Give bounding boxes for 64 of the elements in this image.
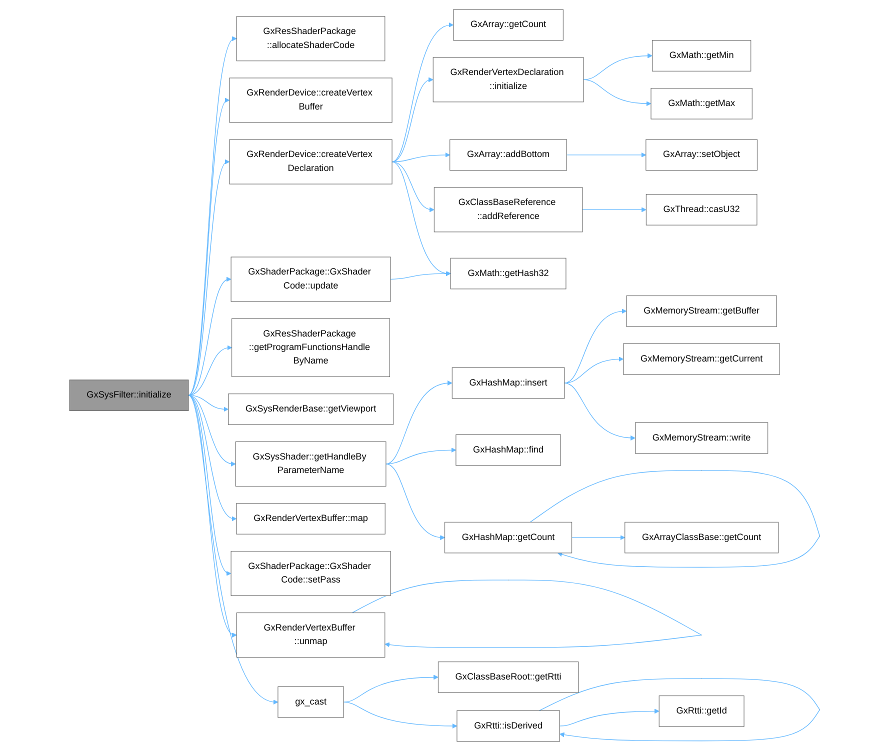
node-box: GxRenderVertexBuffer ::unmap bbox=[236, 612, 386, 658]
arrow bbox=[564, 356, 624, 384]
node-box: GxRtti::getId bbox=[659, 696, 745, 727]
node-box: GxRenderDevice::createVertex Declaration bbox=[230, 139, 393, 184]
node-box: gx_cast bbox=[278, 686, 344, 718]
arrow bbox=[582, 207, 647, 212]
node-box: GxHashMap::find bbox=[456, 434, 562, 466]
arrow bbox=[530, 470, 820, 568]
arrow bbox=[560, 708, 660, 726]
arrow bbox=[188, 278, 232, 396]
node-box: GxShaderPackage::GxShader Code::update bbox=[231, 256, 392, 302]
node-box: GxHashMap::getCount bbox=[444, 522, 572, 554]
arrow bbox=[188, 36, 236, 396]
node-box: GxSysFilter::initialize bbox=[70, 380, 190, 411]
arrow bbox=[188, 394, 236, 466]
node-box: GxResShaderPackage ::allocateShaderCode bbox=[236, 16, 386, 62]
arrow bbox=[572, 535, 626, 540]
arrow bbox=[390, 271, 452, 280]
node-box: GxResShaderPackage ::getProgramFunctionsHandle ByName bbox=[232, 318, 390, 378]
arrow bbox=[566, 152, 646, 158]
node-box: GxArray::setObject bbox=[646, 139, 758, 171]
arrow bbox=[564, 382, 636, 440]
arrow bbox=[188, 394, 229, 412]
arrow bbox=[344, 674, 439, 702]
node-box: GxClassBaseReference ::addReference bbox=[434, 187, 584, 232]
arrow bbox=[386, 380, 453, 464]
node-box: GxClassBaseRoot::getRtti bbox=[438, 662, 579, 693]
node-box: GxRenderVertexDeclaration ::initialize bbox=[433, 57, 584, 102]
node-box: GxMath::getMax bbox=[651, 88, 753, 120]
arrow bbox=[188, 346, 232, 396]
node-box: GxSysRenderBase::getViewport bbox=[228, 394, 394, 425]
node-box: GxMemoryStream::write bbox=[635, 422, 768, 454]
node-box: GxSysShader::getHandleBy ParameterName bbox=[236, 441, 387, 487]
node-box: GxThread::casU32 bbox=[646, 194, 758, 226]
arrow bbox=[344, 702, 458, 728]
arrow bbox=[392, 152, 450, 162]
node-box: GxMemoryStream::getBuffer bbox=[626, 296, 778, 327]
arrow bbox=[583, 53, 653, 80]
arrow bbox=[564, 309, 628, 384]
node-box: GxMath::getMin bbox=[652, 40, 752, 72]
arrow bbox=[392, 23, 454, 162]
arrow bbox=[539, 678, 820, 742]
node-box: GxRtti::isDerived bbox=[457, 710, 560, 742]
node-box: GxRenderVertexBuffer::map bbox=[236, 503, 386, 534]
arrow bbox=[188, 394, 278, 704]
node-box: GxRenderDevice::createVertex Buffer bbox=[230, 78, 393, 123]
node-box: GxArray::getCount bbox=[453, 9, 564, 41]
arrow bbox=[188, 160, 230, 396]
node-box: GxHashMap::insert bbox=[452, 367, 566, 399]
arrow bbox=[392, 161, 435, 212]
arrow bbox=[392, 78, 434, 162]
node-box: GxMath::getHash32 bbox=[450, 258, 567, 290]
node-box: GxShaderPackage::GxShader Code::setPass bbox=[231, 550, 392, 596]
arrow bbox=[386, 448, 456, 464]
arrow bbox=[352, 580, 702, 648]
arrow bbox=[188, 394, 237, 637]
arrow bbox=[583, 79, 652, 106]
node-box: GxArrayClassBase::getCount bbox=[624, 522, 779, 554]
arrow bbox=[188, 98, 230, 396]
arrow bbox=[188, 394, 232, 576]
arrow bbox=[188, 394, 237, 520]
arrow bbox=[386, 464, 446, 540]
node-box: GxMemoryStream::getCurrent bbox=[623, 343, 780, 375]
node-box: GxArray::addBottom bbox=[450, 139, 568, 171]
